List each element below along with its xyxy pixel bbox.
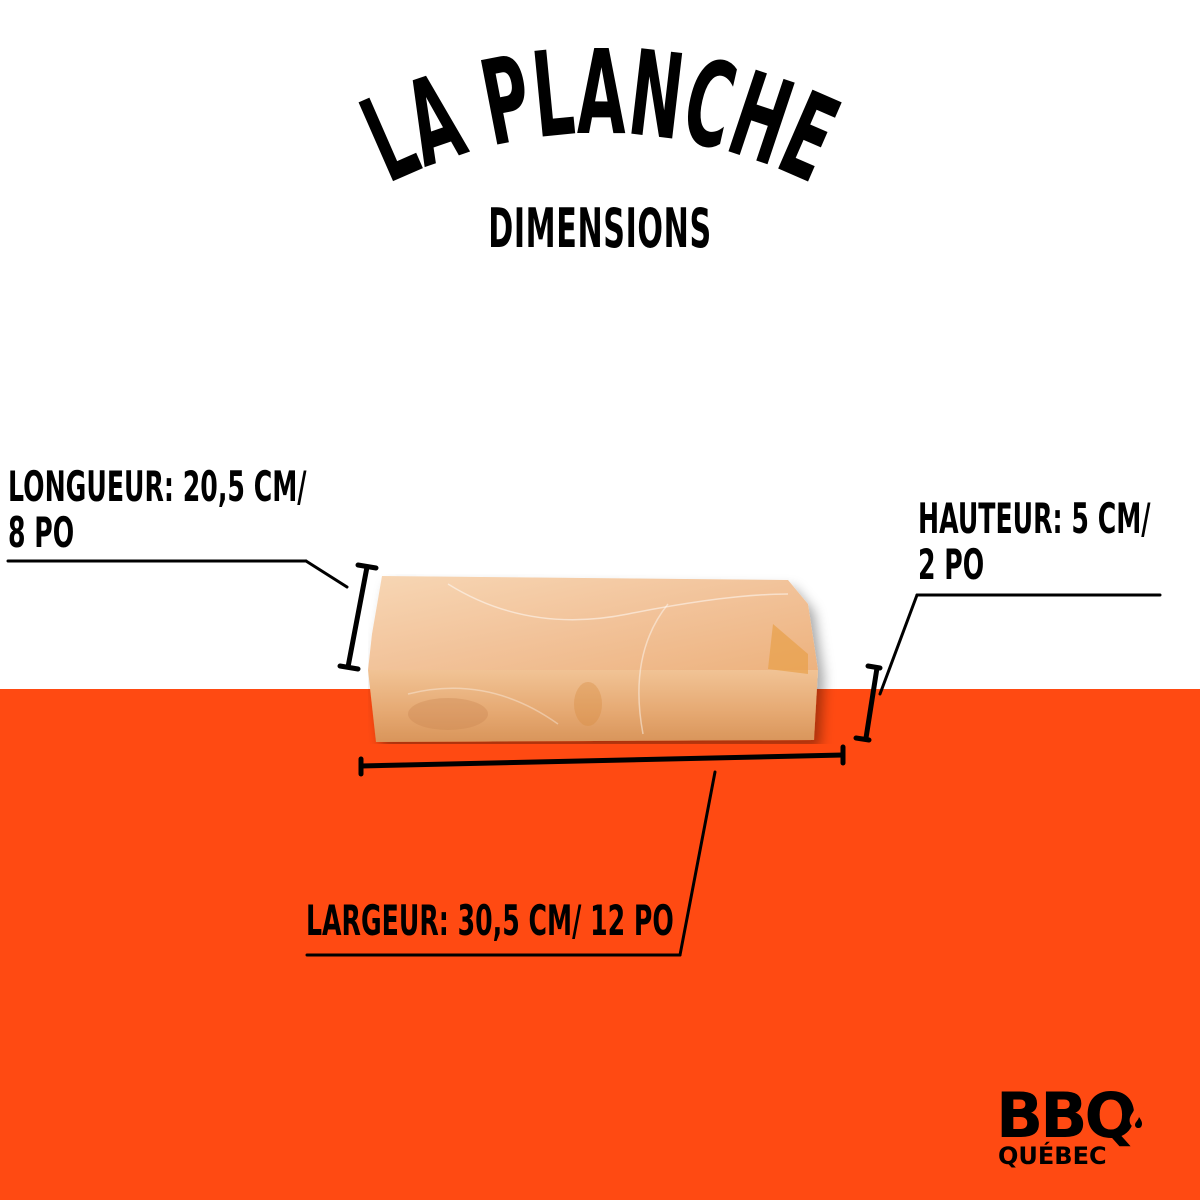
- flame-icon: [1129, 1101, 1149, 1129]
- largeur-leader: [678, 770, 717, 957]
- hauteur-bracket: [863, 665, 880, 741]
- largeur-label: LARGEUR: 30,5 CM/ 12 PO: [306, 898, 674, 944]
- hauteur-line1: HAUTEUR: 5 CM/: [918, 494, 1151, 543]
- page-title: LA PLANCHE: [344, 48, 856, 198]
- hauteur-label: HAUTEUR: 5 CM/ 2 PO: [918, 496, 1150, 588]
- longueur-leader: [304, 559, 349, 589]
- hauteur-leader: [878, 593, 919, 696]
- largeur-line1: LARGEUR: 30,5 CM/ 12 PO: [306, 896, 674, 945]
- longueur-label: LONGUEUR: 20,5 CM/ 8 PO: [8, 464, 306, 556]
- salt-slab-image: [368, 576, 818, 742]
- longueur-line2: 8 PO: [8, 508, 75, 557]
- longueur-line1: LONGUEUR: 20,5 CM/: [8, 462, 307, 511]
- page-subtitle: DIMENSIONS: [488, 197, 712, 260]
- hauteur-line2: 2 PO: [918, 540, 985, 589]
- logo-quebec-text: QUÉBEC: [998, 1142, 1107, 1170]
- largeur-bracket: [358, 752, 846, 769]
- bbq-quebec-logo: BBQ QUÉBEC: [996, 1085, 1166, 1175]
- logo-bbq-text: BBQ: [996, 1079, 1137, 1152]
- longueur-bracket: [345, 564, 370, 670]
- orange-background-band: [0, 689, 1200, 1200]
